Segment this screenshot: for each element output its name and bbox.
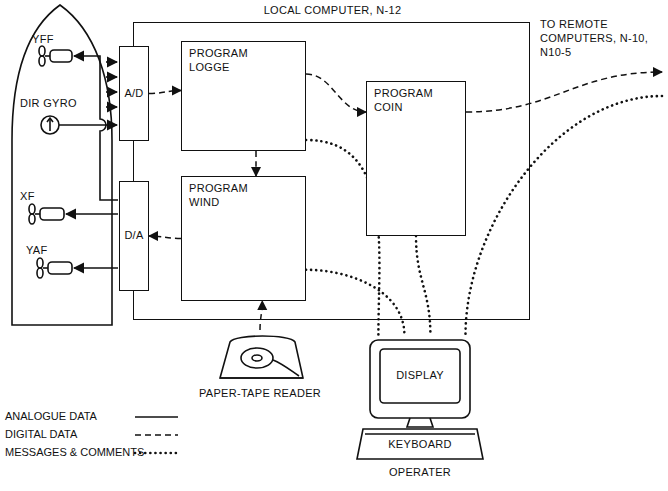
part-label: DIR GYRO (20, 97, 77, 111)
thruster-xf (29, 204, 64, 224)
legend-text: ANALOGUE DATA (5, 410, 97, 422)
node-text: PROGRAM LOGGE (189, 47, 259, 75)
node-text: OPERATER (355, 466, 485, 480)
data-connector (306, 74, 366, 112)
part-label: YAF (26, 244, 47, 258)
remote-message-line (466, 96, 663, 335)
program-box: PROGRAM COIN (366, 81, 466, 236)
input-stub (106, 106, 117, 108)
legend-sample-solid (135, 416, 178, 418)
remote-data-line (466, 72, 662, 112)
legend-text: MESSAGES & COMMENTS (5, 446, 144, 458)
data-connector (149, 91, 181, 94)
node-text: PROGRAM WIND (189, 182, 259, 210)
legend-text: DIGITAL DATA (5, 428, 77, 440)
input-stub (106, 61, 117, 63)
analogue-wire (74, 267, 118, 269)
input-stub (106, 76, 117, 78)
node-text: PROGRAM COIN (374, 87, 444, 115)
data-connector (260, 301, 262, 330)
message-connector (416, 236, 430, 335)
node-text: D/A (124, 229, 143, 243)
thruster-yaf (37, 258, 72, 278)
input-stub (106, 91, 117, 93)
operator-terminal: DISPLAY KEYBOARD OPERATER (355, 335, 485, 485)
computer-boundary: LOCAL COMPUTER, N-12A/DD/APROGRAM LOGGEP… (133, 22, 530, 320)
node-text: KEYBOARD (363, 438, 477, 452)
legend-sample-dashed (135, 434, 178, 436)
analogue-wire (74, 56, 118, 200)
terminal-drawing (355, 335, 485, 485)
gyro-symbol (41, 116, 59, 134)
node-text: LOCAL COMPUTER, N-12 (134, 4, 531, 18)
analogue-wire (59, 124, 117, 126)
data-connector (255, 151, 257, 176)
part-label: XF (20, 190, 35, 204)
part-label: YFF (32, 33, 54, 47)
data-connector (149, 236, 181, 239)
message-connector (306, 270, 404, 335)
node-text: PAPER-TAPE READER (195, 387, 325, 401)
tape-reader: PAPER-TAPE READER (195, 330, 325, 408)
thruster-yff (39, 46, 72, 66)
converter-box: D/A (119, 181, 149, 291)
converter-box: A/D (119, 46, 149, 141)
node-text: A/D (124, 87, 143, 101)
program-box: PROGRAM WIND (181, 176, 306, 301)
node-text: DISPLAY (380, 369, 460, 383)
program-box: PROGRAM LOGGE (181, 41, 306, 151)
destination-label: TO REMOTE COMPUTERS, N-10, N10-5 (540, 18, 664, 59)
analogue-wire (66, 213, 118, 215)
ship-hull (12, 5, 112, 325)
